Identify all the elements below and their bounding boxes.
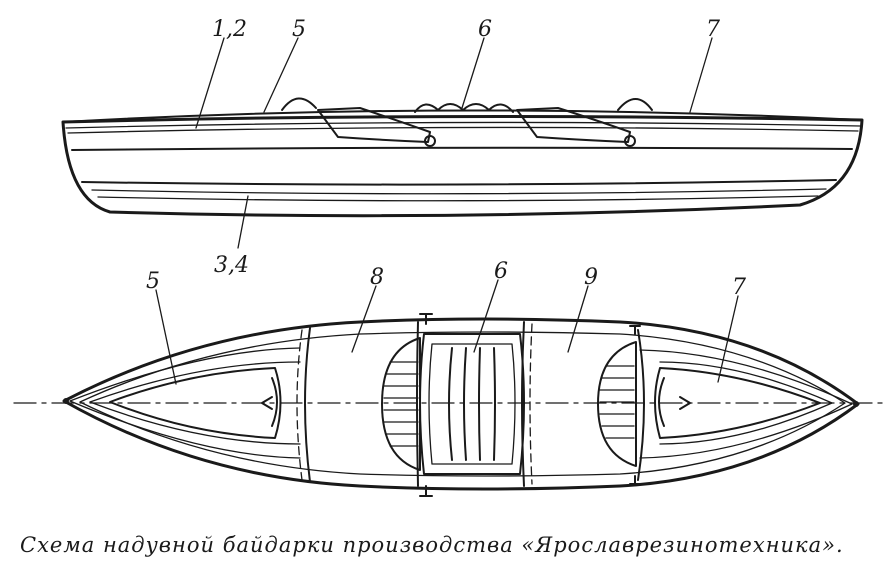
- top-stern-cover-curl: [658, 377, 665, 427]
- leader-top-6: [473, 279, 499, 353]
- label-side-34: 3,4: [214, 253, 249, 278]
- side-seat-pin-front: [424, 135, 436, 147]
- label-top-8: 8: [370, 265, 384, 290]
- top-stern-cover-outline: [654, 367, 821, 439]
- label-top-7: 7: [732, 275, 746, 300]
- leader-top-9: [567, 285, 589, 353]
- top-bow-deck-line-4: [89, 401, 301, 445]
- top-spray-deck-rear-dash: [529, 323, 533, 485]
- top-cockpit-front: [381, 337, 421, 471]
- top-spray-deck-rear: [637, 329, 645, 481]
- side-seat-pin-rear: [624, 135, 636, 147]
- side-seat-bracket-front: [317, 107, 431, 143]
- kayak-side-view: 1,2 5 6 7 3,4: [61, 17, 864, 278]
- top-bow-cover-outline: [109, 367, 282, 439]
- top-stern-deck-line-4: [659, 402, 833, 445]
- figure-caption: Схема надувной байдарки производства «Яр…: [20, 533, 844, 557]
- side-seat-bracket-rear: [516, 107, 631, 143]
- side-tube-line-6: [97, 195, 819, 202]
- top-bow-tip: [63, 398, 69, 404]
- label-side-5: 5: [292, 17, 306, 42]
- top-bow-cover-curl: [271, 377, 278, 427]
- top-axis-arrow-bow: [261, 396, 273, 410]
- label-side-7: 7: [706, 17, 720, 42]
- leader-top-8: [351, 285, 377, 353]
- top-axis-arrow-stern: [679, 396, 691, 410]
- side-tube-line-2: [67, 126, 859, 134]
- label-side-6: 6: [478, 17, 492, 42]
- top-cargo-ribs: [448, 347, 496, 461]
- top-valve-markers: [419, 313, 641, 497]
- leader-side-34: [237, 195, 249, 249]
- top-stern-deck-line-1: [639, 349, 853, 405]
- top-cargo-inner: [428, 343, 516, 465]
- label-top-6: 6: [494, 259, 508, 284]
- leader-side-6: [461, 37, 485, 109]
- top-bow-deck-line-3: [89, 361, 301, 403]
- top-spray-deck-front: [304, 327, 311, 483]
- side-hull-outline: [61, 114, 864, 218]
- side-tube-line-5: [91, 188, 827, 195]
- label-top-9: 9: [584, 265, 598, 290]
- top-cockpit-rear: [597, 341, 637, 467]
- top-cockpit-rear-slats: [599, 365, 635, 439]
- side-backrest-bump-front: [281, 97, 317, 111]
- top-stern-deck-line-3: [659, 361, 833, 404]
- leader-top-5: [155, 289, 177, 385]
- side-tube-line-1: [65, 121, 861, 129]
- kayak-top-view: 5 8 6 9 7: [13, 259, 889, 497]
- top-spray-deck-rear-edge: [521, 321, 525, 487]
- top-stern-tip: [853, 401, 859, 407]
- top-bow-deck-line-2: [69, 400, 301, 459]
- leader-side-5: [263, 37, 299, 113]
- top-cockpit-front-slats: [383, 361, 419, 447]
- top-stern-deck-line-2: [639, 403, 853, 459]
- top-tube-inner-line: [79, 331, 846, 477]
- top-spray-deck-front-dash: [296, 329, 303, 481]
- label-side-12: 1,2: [212, 17, 247, 42]
- leader-side-7: [689, 37, 713, 113]
- leader-top-7: [717, 295, 739, 383]
- leader-side-12: [195, 37, 225, 129]
- side-backrest-bump-rear: [617, 98, 653, 111]
- top-bow-deck-line-1: [69, 347, 301, 402]
- side-tube-line-3: [71, 146, 853, 151]
- side-deck-line: [62, 109, 863, 123]
- top-cargo-section: [419, 333, 525, 475]
- label-top-5: 5: [146, 269, 160, 294]
- side-cargo-bumps: [414, 103, 514, 113]
- top-spray-deck-front-edge: [416, 321, 419, 487]
- side-tube-line-4: [81, 179, 837, 186]
